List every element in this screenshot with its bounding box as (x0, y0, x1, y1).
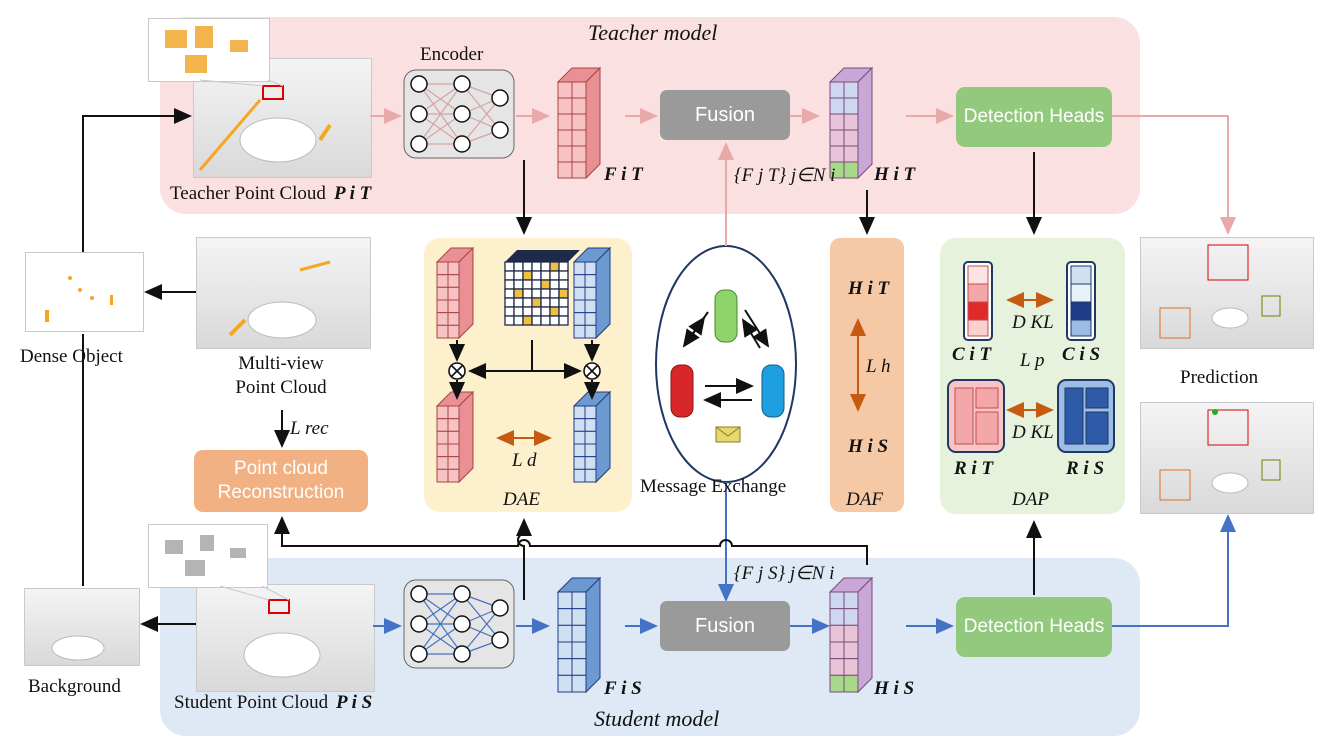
dense-object-drawing (45, 276, 113, 322)
message-exchange-label: Message Exchange (640, 476, 787, 497)
student-detection-heads-box: Detection Heads (956, 597, 1112, 657)
encoder-label: Encoder (420, 44, 484, 65)
daf-label: DAF (846, 489, 883, 510)
teacher-fusion-box: Fusion (660, 90, 790, 140)
symbol-fj-student: {F j S} j∈N i (734, 563, 835, 584)
symbol-f-student: F i S (604, 678, 642, 699)
symbol-fj-teacher: {F j T} j∈N i (734, 165, 836, 186)
student-point-cloud-label: Student Point Cloud (174, 692, 329, 713)
dap-c-student (1066, 261, 1096, 341)
loss-p: L p (1020, 350, 1045, 371)
student-zoom-inset (148, 524, 268, 588)
teacher-pc-drawing (198, 79, 332, 171)
dense-object-image (25, 252, 144, 332)
symbol-p-student: P i S (336, 692, 373, 713)
multiview-drawing (228, 260, 331, 339)
daf-h-teacher: H i T (848, 278, 890, 299)
dae-label: DAE (503, 489, 540, 510)
dap-r-student (1057, 379, 1115, 453)
student-fusion-box: Fusion (660, 601, 790, 651)
daf-panel (830, 238, 904, 512)
teacher-detection-heads-box: Detection Heads (956, 87, 1112, 147)
student-pc-drawing (219, 585, 321, 678)
dap-r-teacher-label: R i T (954, 458, 994, 479)
car-green-icon (714, 289, 738, 343)
point-cloud-reconstruction-box: Point cloud Reconstruction (194, 450, 368, 512)
feature-tensors (435, 66, 874, 694)
prediction-image-bottom (1140, 402, 1314, 514)
feature-f-student (556, 576, 602, 694)
background-label: Background (28, 676, 121, 697)
loss-rec: L rec (290, 418, 329, 439)
symbol-h-teacher: H i T (874, 164, 916, 185)
dae-feature-teacher-bottom (435, 390, 475, 484)
background-drawing (51, 635, 105, 661)
teacher-encoder-network (403, 69, 515, 159)
dense-object-label: Dense Object (20, 346, 123, 367)
dkl-bottom: D KL (1012, 422, 1054, 443)
dae-feature-teacher-top (435, 246, 475, 340)
symbol-p-teacher: P i T (334, 183, 372, 204)
dap-c-teacher (963, 261, 993, 341)
symbol-f-teacher: F i T (604, 164, 643, 185)
prediction-label: Prediction (1180, 367, 1259, 388)
student-title: Student model (594, 706, 720, 731)
message-exchange-diagram (655, 245, 797, 483)
loss-h: L h (866, 356, 891, 377)
student-encoder-network (403, 579, 515, 669)
symbol-h-student: H i S (874, 678, 915, 699)
student-inset-drawing (165, 535, 246, 576)
dap-r-teacher (947, 379, 1005, 453)
teacher-title: Teacher model (588, 20, 718, 45)
message-envelope-icon (715, 426, 741, 443)
car-blue-icon (761, 364, 785, 418)
dkl-top: D KL (1012, 312, 1054, 333)
prediction-image-top (1140, 237, 1314, 349)
dap-label: DAP (1012, 489, 1049, 510)
dap-c-teacher-label: C i T (952, 344, 992, 365)
prediction-drawing (1159, 244, 1281, 501)
teacher-point-cloud-label: Teacher Point Cloud (170, 183, 326, 204)
teacher-inset-drawing (165, 26, 248, 73)
car-red-icon (670, 364, 694, 418)
dap-r-student-label: R i S (1066, 458, 1105, 479)
daf-h-student: H i S (848, 436, 889, 457)
dae-attention-map (504, 250, 580, 326)
loss-d: L d (512, 450, 537, 471)
feature-f-teacher (556, 66, 602, 180)
feature-h-teacher (828, 66, 874, 180)
dae-feature-student-bottom (572, 390, 612, 484)
dap-c-student-label: C i S (1062, 344, 1101, 365)
feature-h-student (828, 576, 874, 694)
dae-operators (448, 362, 601, 380)
multiview-label: Multi-view Point Cloud (235, 353, 327, 398)
dae-feature-student-top (572, 246, 612, 340)
